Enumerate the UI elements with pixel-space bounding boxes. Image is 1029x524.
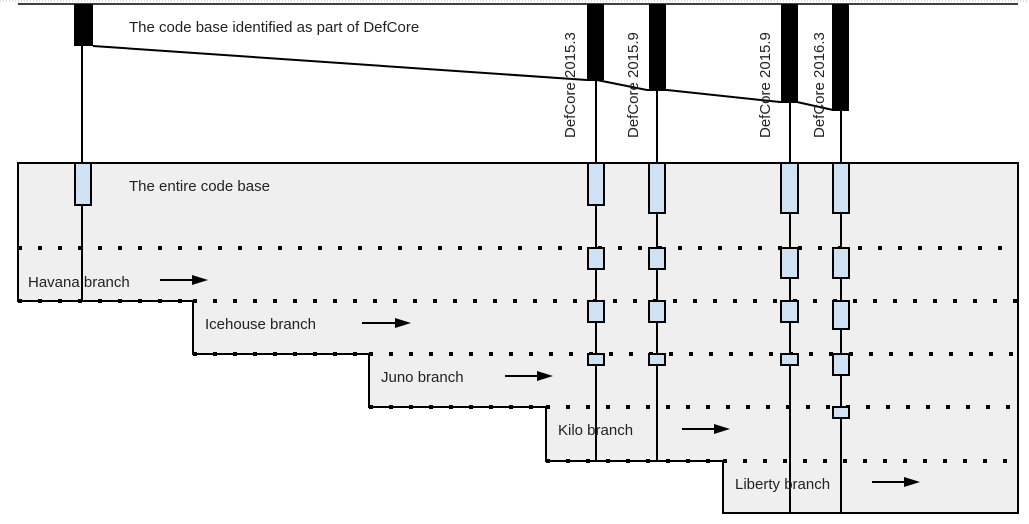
module-box [832,300,850,330]
defcore-marker-base [74,4,93,46]
defcore-title: The code base identified as part of DefC… [129,19,419,36]
arrow-right-icon [872,477,920,487]
defcore-marker-2015-9-b [781,4,798,102]
defcore-label-2016-3: DefCore 2016.3 [811,32,828,138]
arrow-right-icon [362,318,411,328]
module-box [648,353,666,366]
arrow-right-icon [505,371,553,381]
module-box [832,353,850,376]
module-box [780,247,799,279]
module-box [648,247,666,270]
module-box [780,300,799,323]
arrow-right-icon [160,275,208,285]
branch-boundaries [18,246,1018,463]
module-box [587,162,605,206]
branch-label-juno: Juno branch [381,369,464,386]
defcore-marker-2015-3 [587,4,604,80]
branch-label-liberty: Liberty branch [735,476,830,493]
defcore-label-2015-9-a: DefCore 2015.9 [625,32,642,138]
module-box [780,162,799,214]
defcore-marker-2016-3 [832,4,849,110]
defcore-label-2015-3: DefCore 2015.3 [562,32,579,138]
module-box [648,300,666,323]
module-box [832,162,850,214]
branch-label-kilo: Kilo branch [558,422,633,439]
defcore-label-2015-9-b: DefCore 2015.9 [757,32,774,138]
module-box [832,247,850,279]
branch-label-havana: Havana branch [28,274,130,291]
module-box [648,162,666,214]
module-box [74,162,92,206]
module-box [587,353,605,366]
defcore-boundary-line [92,45,849,111]
entire-code-base-region [17,162,1019,514]
arrow-right-icon [682,424,730,434]
entire-code-base-title: The entire code base [129,178,270,195]
branch-arrows [160,275,920,487]
branch-label-icehouse: Icehouse branch [205,316,316,333]
module-box [587,247,605,270]
module-box [832,406,850,419]
module-boxes [74,162,850,419]
defcore-markers [74,4,849,110]
defcore-marker-2015-9-a [649,4,666,90]
module-box [587,300,605,323]
module-box [780,353,799,366]
